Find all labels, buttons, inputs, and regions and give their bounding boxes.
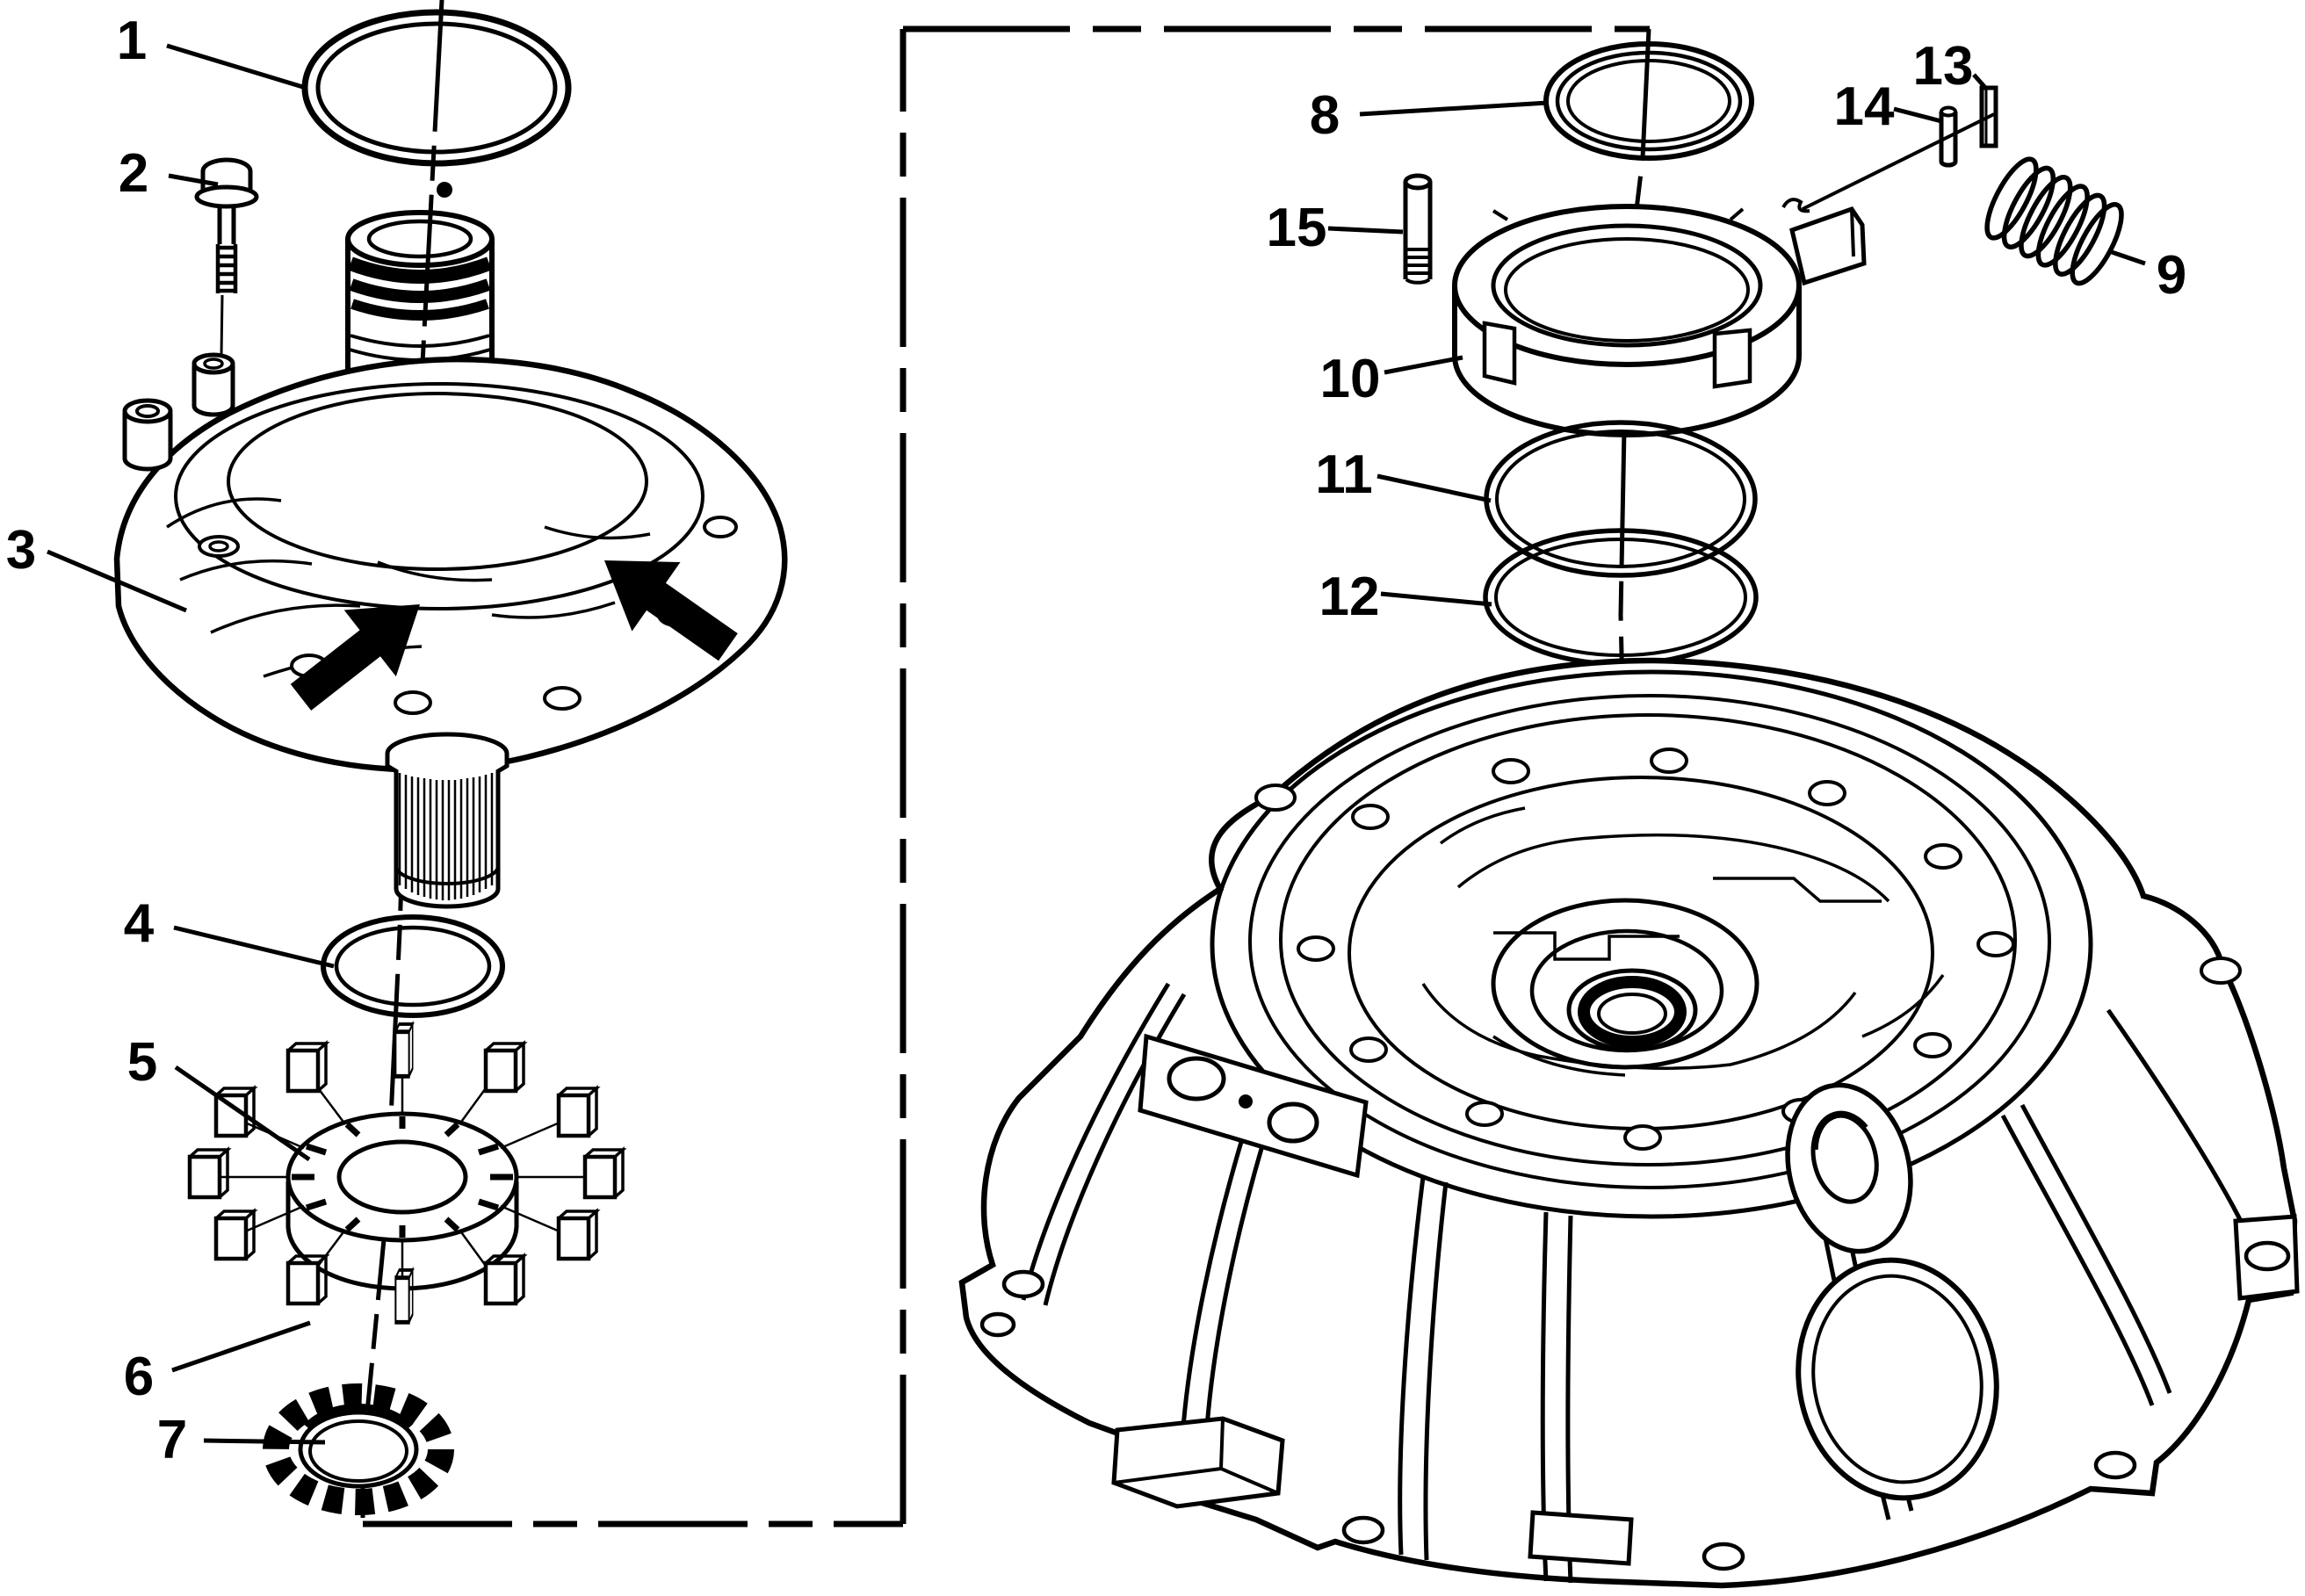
side-port-boss [1785, 1082, 1913, 1254]
callout-13-label: 13 [1913, 36, 1974, 97]
callout-5-leader [174, 1065, 311, 1162]
vane [486, 1256, 524, 1304]
centerline-dot [437, 182, 452, 198]
vane [190, 1150, 228, 1197]
arrow-icon [290, 604, 420, 711]
thrust-ring-4 [321, 914, 505, 1018]
bolt-threads [215, 244, 238, 293]
o-ring-8 [1543, 41, 1754, 161]
callout-4-leader [173, 925, 335, 969]
pin-locator-line [1802, 112, 1995, 211]
callout-14-leader [1893, 106, 1942, 124]
face-bolt-holes [1254, 747, 2242, 1151]
pump-body-casting [113, 352, 788, 773]
arrow-icon [604, 560, 738, 661]
bolt-boss [191, 352, 235, 417]
oil-pump-assembly-3 [113, 210, 788, 909]
callout-4-label: 4 [124, 893, 155, 954]
callout-6-label: 6 [124, 1347, 154, 1407]
housing-top-face [1210, 669, 2242, 1219]
callout-12-label: 12 [1319, 567, 1380, 627]
vane [395, 1270, 412, 1322]
callout-7-label: 7 [157, 1410, 187, 1470]
vane [216, 1088, 254, 1136]
spline-teeth [398, 773, 494, 900]
callout-9-label: 9 [2157, 245, 2186, 306]
toothed-plate-7 [263, 1383, 454, 1515]
callout-1-label: 1 [117, 11, 147, 71]
vane [559, 1211, 596, 1259]
stud-threads [1404, 248, 1432, 285]
vane [585, 1150, 623, 1197]
bolt-boss [122, 398, 173, 472]
vane [288, 1044, 326, 1091]
axle-opening [1796, 1257, 1999, 1501]
stud-15 [1403, 173, 1433, 285]
callout-12-leader [1380, 591, 1492, 607]
spring-9 [1984, 156, 2124, 286]
callout-8-label: 8 [1310, 85, 1340, 146]
callout-2-leader [168, 173, 219, 187]
callout-13-leader [1972, 73, 1989, 91]
callout-11-leader [1376, 473, 1492, 503]
callout-7-leader [203, 1438, 326, 1445]
pump-rotor-5 [190, 1024, 623, 1322]
vane [216, 1211, 254, 1259]
callout-9-leader [2111, 249, 2146, 266]
callout-15-leader [1327, 226, 1404, 235]
callout-10-label: 10 [1320, 349, 1381, 409]
center-bore [1491, 898, 1759, 1070]
cam-ring-tab [1781, 198, 1867, 286]
mounting-feet [1111, 1214, 2300, 1566]
callout-8-leader [1359, 100, 1549, 117]
callout-11-label: 11 [1315, 444, 1373, 505]
rotor-vane-slots [292, 1116, 513, 1238]
callout-10-leader [1384, 355, 1463, 375]
callout-5-label: 5 [127, 1032, 157, 1093]
callout-1-leader [166, 43, 307, 90]
callout-15-label: 15 [1267, 198, 1327, 258]
callout-3-leader [47, 549, 187, 613]
pump-port-arrows [290, 560, 738, 711]
cam-ring-10 [1452, 198, 1867, 437]
callout-6-leader [171, 1320, 311, 1373]
bell-housing [958, 657, 2300, 1589]
callout-3-label: 3 [6, 520, 36, 581]
flange-bolt-holes [979, 1269, 2137, 1571]
splined-shaft [385, 732, 509, 909]
round-pin-14 [1939, 105, 1958, 168]
callout-2-label: 2 [119, 143, 148, 204]
vane [395, 1024, 412, 1076]
vane [486, 1044, 524, 1091]
left-bracket [1138, 1033, 1369, 1179]
cam-ring-notches [1482, 207, 1752, 389]
callout-14-label: 14 [1834, 76, 1895, 137]
vane [559, 1088, 596, 1136]
